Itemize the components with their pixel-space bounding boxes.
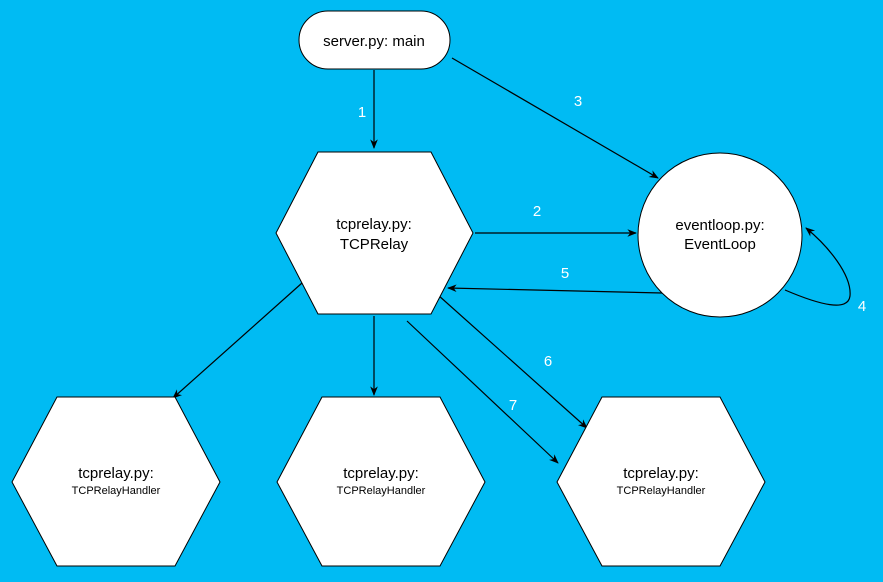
node-shape-hexagon — [11, 396, 221, 567]
node-tcprelay: tcprelay.py: TCPRelay — [275, 151, 474, 315]
node-label-handler-left-line2: TCPRelayHandler — [72, 485, 161, 497]
edge-label-7: 7 — [509, 397, 517, 414]
node-shape-hexagon — [556, 396, 766, 567]
node-handler-center: tcprelay.py: TCPRelayHandler — [276, 396, 486, 567]
node-label-handler-right-line2: TCPRelayHandler — [617, 485, 706, 497]
node-label-handler-center-line1: tcprelay.py: — [343, 465, 419, 482]
edge-eventloop-to-tcprelay — [447, 284, 663, 294]
node-label-eventloop-line2: EventLoop — [684, 236, 756, 253]
node-label-tcprelay-line1: tcprelay.py: — [336, 216, 412, 233]
node-shape-hexagon — [275, 151, 474, 315]
edge-label-1: 1 — [358, 104, 366, 121]
node-shape-circle — [637, 152, 803, 318]
edge-label-3: 3 — [574, 93, 582, 110]
edge-label-5: 5 — [561, 265, 569, 282]
edges — [172, 57, 851, 464]
edge-label-2: 2 — [533, 203, 541, 220]
node-label-tcprelay-line2: TCPRelay — [340, 236, 409, 253]
node-label-handler-center-line2: TCPRelayHandler — [337, 485, 426, 497]
edge-labels: 1 2 3 4 5 6 7 — [358, 93, 866, 414]
edge-tcprelay-to-handler-right-6 — [437, 294, 588, 429]
node-label-eventloop-line1: eventloop.py: — [675, 217, 764, 234]
node-handler-right: tcprelay.py: TCPRelayHandler — [556, 396, 766, 567]
edge-label-4: 4 — [858, 298, 866, 315]
edge-eventloop-self-loop — [784, 227, 851, 306]
edge-tcprelay-to-handler-left — [172, 282, 303, 399]
edge-main-to-eventloop — [451, 57, 659, 179]
node-handler-left: tcprelay.py: TCPRelayHandler — [11, 396, 221, 567]
node-eventloop: eventloop.py: EventLoop — [637, 152, 803, 318]
node-label-handler-right-line1: tcprelay.py: — [623, 465, 699, 482]
edge-tcprelay-to-handler-right-7 — [406, 320, 559, 464]
node-shape-hexagon — [276, 396, 486, 567]
node-label-handler-left-line1: tcprelay.py: — [78, 465, 154, 482]
node-label-server-main: server.py: main — [323, 33, 425, 50]
edge-label-6: 6 — [544, 353, 552, 370]
node-server-main: server.py: main — [298, 10, 451, 70]
node-shape-rounded-rect — [298, 10, 451, 70]
